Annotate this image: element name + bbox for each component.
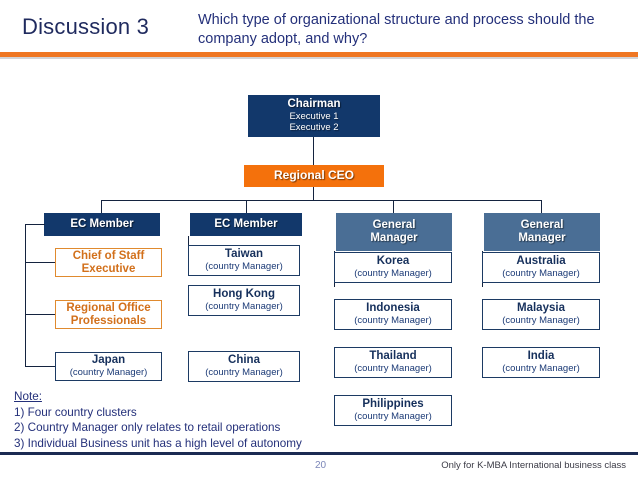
col3-item3-title: Thailand	[369, 350, 417, 363]
node-col2-header[interactable]: EC Member	[190, 213, 302, 236]
notes-block: Note: 1) Four country clusters 2) Countr…	[14, 389, 302, 451]
chairman-exec-1: Executive 1	[289, 110, 339, 122]
node-col3-header[interactable]: General Manager	[336, 213, 452, 251]
col1-item3-sub: (country Manager)	[69, 367, 148, 379]
connector-drop-col3	[393, 200, 395, 213]
node-thailand[interactable]: Thailand (country Manager)	[334, 347, 452, 378]
connector-col1-spine	[25, 224, 27, 367]
chairman-exec-2: Executive 2	[289, 122, 339, 134]
col2-item1-title: Taiwan	[224, 248, 264, 261]
col4-item2-title: Malaysia	[517, 302, 565, 315]
node-india[interactable]: India (country Manager)	[482, 347, 600, 378]
col1-item3-title: Japan	[91, 354, 126, 367]
notes-heading: Note:	[14, 390, 42, 403]
col1-item1-line2: Executive	[81, 262, 136, 275]
col2-header-label: EC Member	[214, 218, 278, 231]
node-japan[interactable]: Japan (country Manager)	[55, 352, 162, 381]
slide-header: Discussion 3 Which type of organizationa…	[0, 0, 638, 52]
col3-item2-title: Indonesia	[366, 302, 420, 315]
node-philippines[interactable]: Philippines (country Manager)	[334, 395, 452, 426]
org-chart: Chairman Executive 1 Executive 2 Regiona…	[0, 59, 638, 453]
col3-item4-title: Philippines	[362, 398, 424, 411]
connector-ceo-to-bus	[313, 187, 315, 201]
node-regional-ceo[interactable]: Regional CEO	[244, 165, 384, 187]
node-chief-of-staff-executive[interactable]: Chief of Staff Executive	[55, 248, 162, 277]
col4-item2-sub: (country Manager)	[502, 315, 580, 327]
connector-bus	[101, 200, 542, 202]
discussion-question: Which type of organizational structure a…	[198, 12, 595, 47]
node-hong-kong[interactable]: Hong Kong (country Manager)	[188, 285, 300, 316]
node-regional-office-professionals[interactable]: Regional Office Professionals	[55, 300, 162, 329]
col4-header-line1: General	[520, 219, 564, 232]
header-accent-rule	[0, 52, 638, 57]
col2-item3-title: China	[228, 354, 260, 367]
col3-item2-sub: (country Manager)	[354, 315, 432, 327]
notes-line-1: 1) Four country clusters	[14, 405, 137, 419]
notes-line-2: 2) Country Manager only relates to retai…	[14, 421, 281, 434]
col3-item4-sub: (country Manager)	[354, 411, 432, 423]
notes-line-3: 3) Individual Business unit has a high l…	[14, 436, 302, 450]
node-col1-header[interactable]: EC Member	[44, 213, 160, 236]
col1-item2-line2: Professionals	[70, 314, 147, 327]
connector-chairman-to-ceo	[313, 137, 315, 165]
regional-ceo-title: Regional CEO	[273, 168, 354, 183]
col2-item2-title: Hong Kong	[213, 288, 275, 301]
connector-drop-col1	[101, 200, 103, 213]
chairman-title: Chairman	[287, 97, 341, 110]
node-taiwan[interactable]: Taiwan (country Manager)	[188, 245, 300, 276]
connector-drop-col4	[541, 200, 543, 213]
col4-item3-sub: (country Manager)	[502, 363, 580, 375]
col1-header-label: EC Member	[70, 218, 134, 231]
node-col4-header[interactable]: General Manager	[484, 213, 600, 251]
col3-header-line1: General	[372, 219, 416, 232]
footer-note: Only for K-MBA International business cl…	[441, 460, 626, 471]
col1-item2-line1: Regional Office	[66, 301, 151, 314]
node-chairman[interactable]: Chairman Executive 1 Executive 2	[248, 95, 380, 137]
node-australia[interactable]: Australia (country Manager)	[482, 252, 600, 283]
col4-header-line2: Manager	[518, 232, 566, 244]
col4-item1-sub: (country Manager)	[502, 268, 580, 280]
connector-col1-stub-1	[25, 262, 56, 264]
col2-item3-sub: (country Manager)	[205, 367, 283, 379]
node-korea[interactable]: Korea (country Manager)	[334, 252, 452, 283]
node-malaysia[interactable]: Malaysia (country Manager)	[482, 299, 600, 330]
col3-item1-sub: (country Manager)	[354, 268, 432, 280]
col4-item1-title: Australia	[516, 255, 566, 268]
page-number: 20	[315, 460, 327, 471]
connector-col1-to-header	[25, 224, 45, 226]
connector-drop-col2	[246, 200, 248, 213]
col3-item1-title: Korea	[376, 255, 410, 268]
node-china[interactable]: China (country Manager)	[188, 351, 300, 382]
col2-item2-sub: (country Manager)	[205, 301, 283, 313]
col2-item1-sub: (country Manager)	[205, 261, 283, 273]
connector-col1-stub-2	[25, 314, 56, 316]
header-grey-rule	[0, 57, 638, 59]
slide-footer: 20 Only for K-MBA International business…	[0, 455, 638, 479]
col4-item3-title: India	[527, 350, 555, 363]
footer-rule	[0, 452, 638, 455]
page-title: Discussion 3	[22, 14, 150, 39]
connector-col1-stub-3	[25, 366, 56, 368]
col3-header-line2: Manager	[370, 232, 418, 244]
node-indonesia[interactable]: Indonesia (country Manager)	[334, 299, 452, 330]
col3-item3-sub: (country Manager)	[354, 363, 432, 375]
col1-item1-line1: Chief of Staff	[72, 249, 145, 262]
